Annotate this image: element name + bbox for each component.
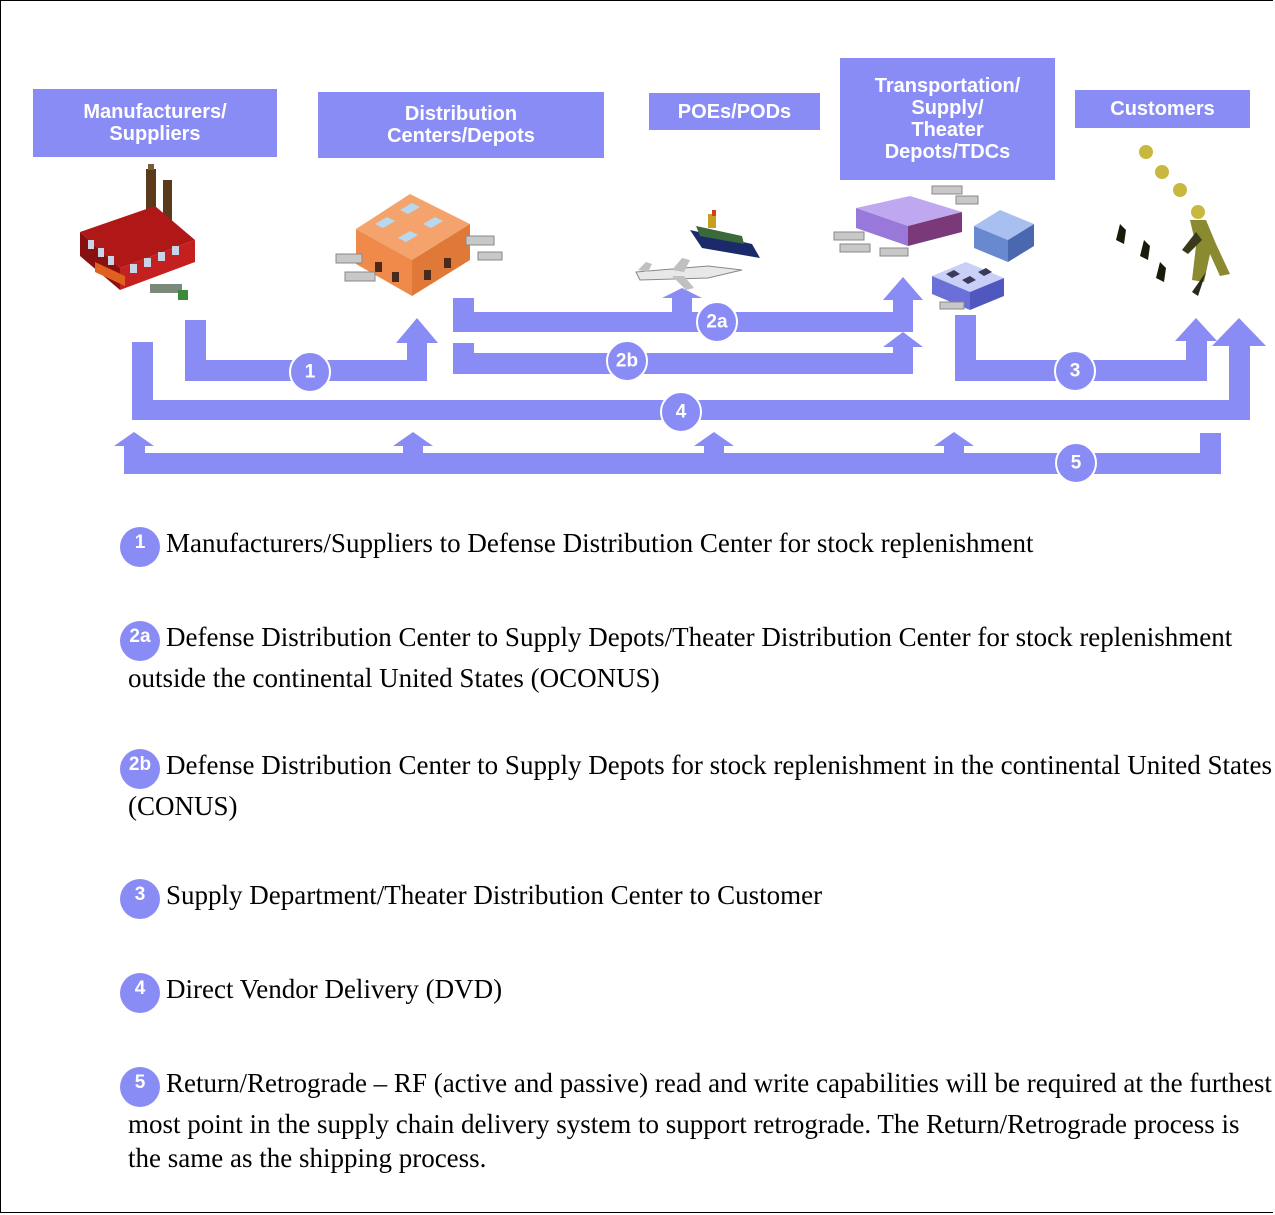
svg-text:5: 5	[1071, 453, 1082, 474]
node-distribution-label: Distribution Centers/Depots	[318, 92, 604, 158]
legend-text-2a: Defense Distribution Center to Supply De…	[128, 622, 1233, 693]
node-manufacturers-label: Manufacturers/ Suppliers	[33, 89, 277, 157]
flow-badge-3: 3	[1054, 350, 1096, 392]
svg-text:2b: 2b	[616, 351, 638, 372]
legend-badge-3: 3	[120, 879, 160, 919]
svg-text:2a: 2a	[706, 312, 728, 333]
flow-5-arrow	[114, 432, 1221, 474]
flow-badge-4: 4	[660, 391, 702, 433]
flow-badge-2a: 2a	[696, 301, 738, 343]
legend-badge-1: 1	[120, 527, 160, 567]
legend-badge-2b: 2b	[120, 749, 160, 789]
flow-diagram: 1 2a 2b 3 4 5	[80, 145, 1266, 484]
flow-badge-1: 1	[289, 351, 331, 393]
legend-badge-2a: 2a	[120, 621, 160, 661]
legend-text-4: Direct Vendor Delivery (DVD)	[166, 974, 503, 1004]
flow-badge-5: 5	[1055, 442, 1097, 484]
svg-text:1: 1	[305, 362, 316, 383]
factory-icon	[80, 164, 195, 300]
warehouse-icon	[335, 194, 503, 296]
flow-2a-arrow	[453, 277, 923, 332]
legend-text-5: Return/Retrograde – RF (active and passi…	[128, 1068, 1272, 1173]
flow-2b-arrow	[453, 332, 923, 374]
depot-buildings-icon	[833, 185, 1034, 310]
svg-text:3: 3	[1070, 361, 1081, 382]
airplane-ship-icon	[635, 210, 760, 290]
flow-badge-2b: 2b	[606, 340, 648, 382]
legend-text-1: Manufacturers/Suppliers to Defense Distr…	[166, 528, 1034, 558]
node-poe-label: POEs/PODs	[649, 93, 820, 130]
legend-text-2b: Defense Distribution Center to Supply De…	[128, 750, 1273, 821]
node-customers-label: Customers	[1075, 90, 1250, 128]
node-transportation-label: Transportation/ Supply/ Theater Depots/T…	[840, 58, 1055, 180]
svg-text:4: 4	[676, 402, 687, 423]
legend-text-3: Supply Department/Theater Distribution C…	[166, 880, 823, 910]
legend-badge-5: 5	[120, 1067, 160, 1107]
legend-badge-4: 4	[120, 973, 160, 1013]
soldiers-icon	[1116, 145, 1230, 296]
